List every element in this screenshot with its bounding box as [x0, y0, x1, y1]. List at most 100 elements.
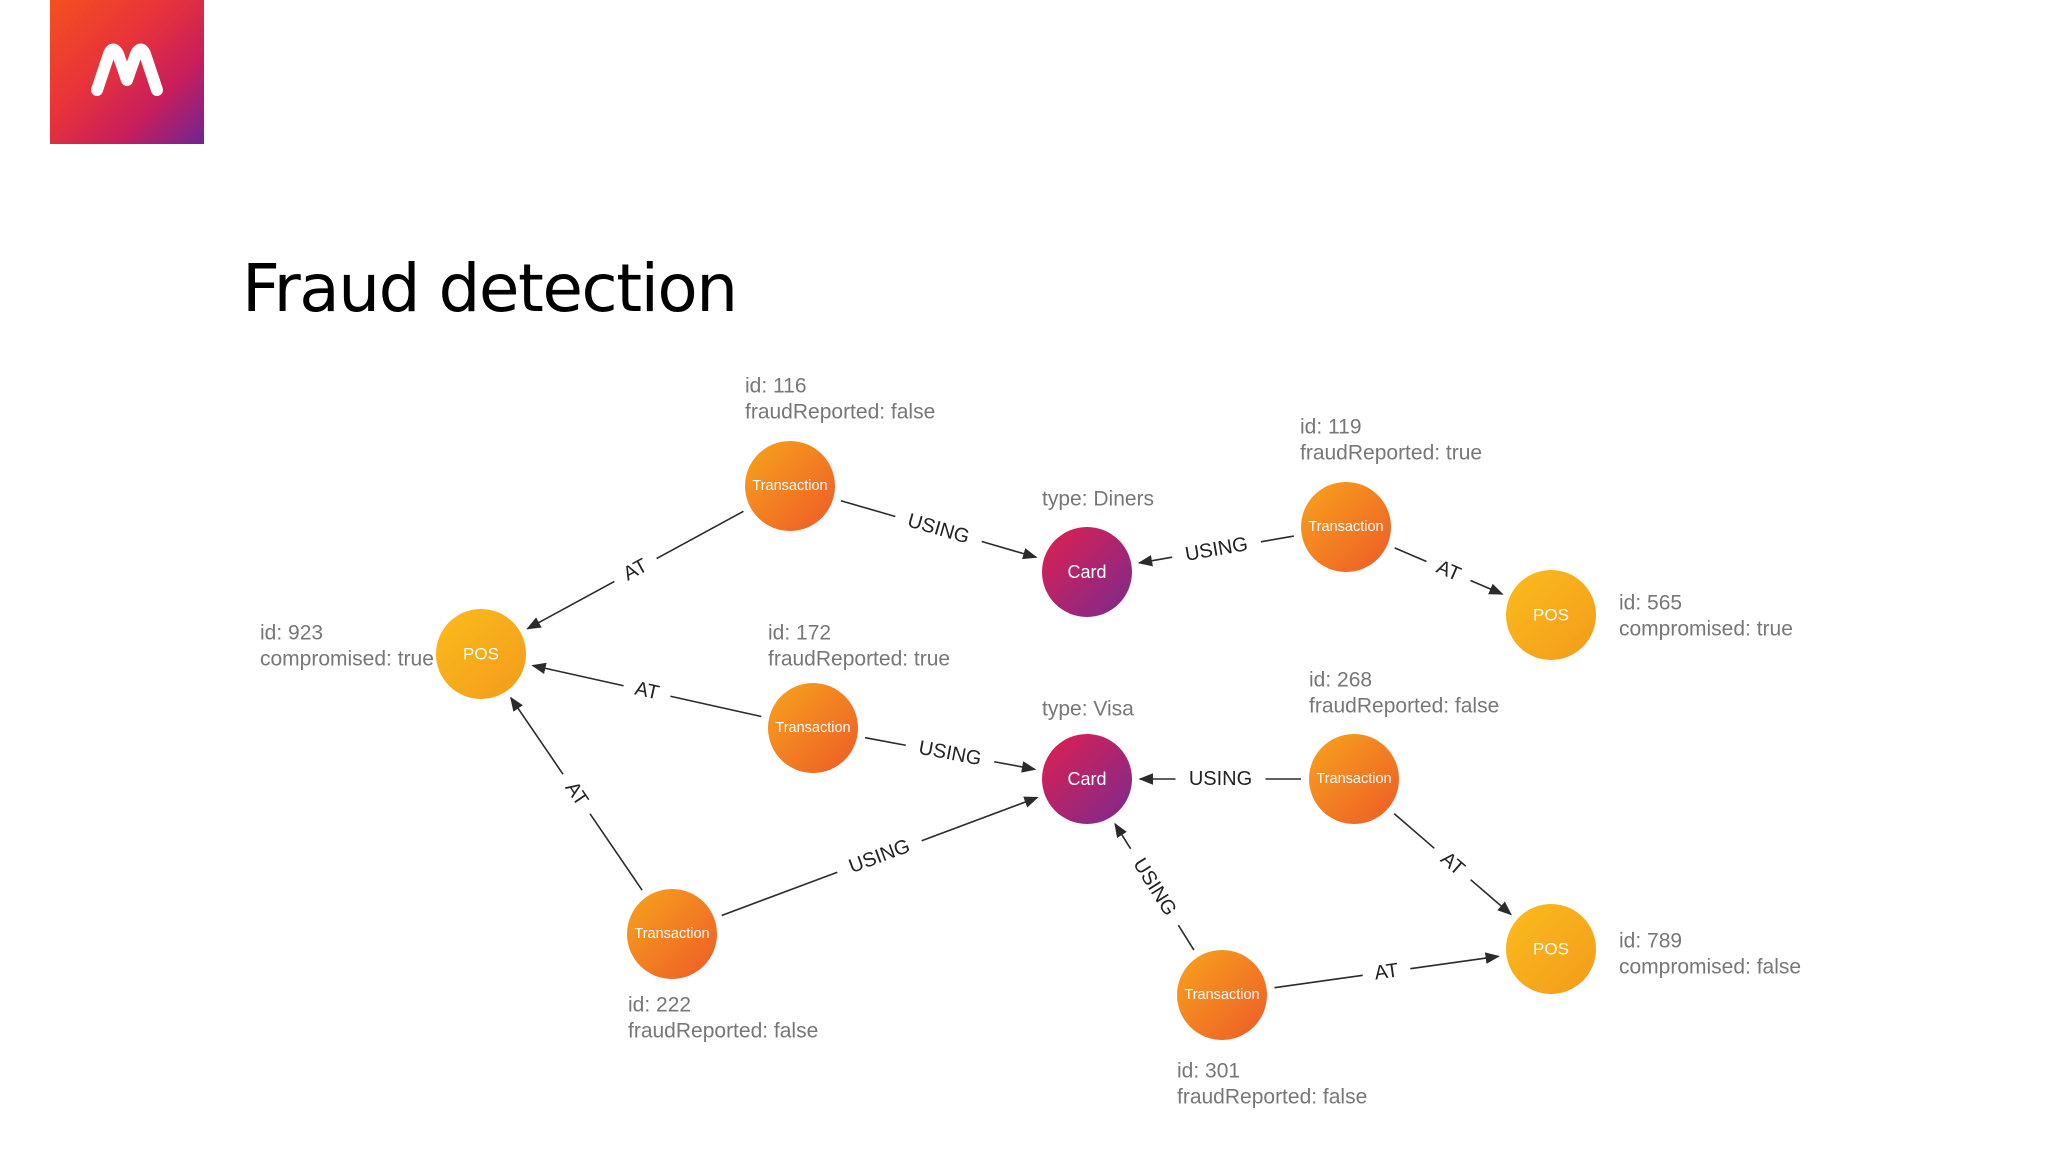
edge-line	[1393, 813, 1435, 849]
node-property: fraudReported: false	[745, 401, 935, 424]
edge-line	[589, 813, 643, 891]
node-property: fraudReported: false	[628, 1020, 818, 1043]
node-property: fraudReported: true	[1300, 442, 1482, 465]
node-tx301[interactable]: Transaction	[1177, 950, 1267, 1040]
edge-tx116-cardDiners: USING	[840, 499, 1038, 560]
edge-arrow	[1410, 952, 1500, 970]
card-node-circle[interactable]	[1042, 527, 1132, 617]
node-property: id: 565	[1619, 592, 1682, 615]
node-property: id: 268	[1309, 669, 1372, 692]
node-property: type: Diners	[1042, 488, 1154, 511]
node-cardVisa[interactable]: Card	[1042, 734, 1132, 824]
edge-tx222-cardVisa: USING	[721, 796, 1039, 917]
edge-label: AT	[633, 678, 661, 705]
node-label: Transaction	[1184, 987, 1259, 1003]
edge-label: AT	[1436, 848, 1469, 880]
node-cardDiners[interactable]: Card	[1042, 527, 1132, 617]
transaction-node-circle[interactable]	[627, 889, 717, 979]
edge-arrow	[526, 580, 615, 630]
edge-label: AT	[620, 555, 652, 586]
edge-label: USING	[905, 510, 972, 549]
node-property: id: 222	[628, 994, 691, 1017]
node-pos789[interactable]: POS	[1506, 904, 1596, 994]
edge-line	[721, 871, 838, 917]
node-property: id: 923	[260, 622, 323, 645]
edge-arrow	[981, 540, 1038, 560]
node-property: type: Visa	[1042, 698, 1134, 721]
edge-tx268-cardVisa: USING	[1138, 768, 1301, 790]
edge-tx301-pos789: AT	[1274, 952, 1500, 989]
node-property: id: 119	[1300, 416, 1362, 439]
edge-arrow	[921, 796, 1039, 842]
edge-tx119-pos565: AT	[1394, 547, 1504, 595]
transaction-node-circle[interactable]	[1177, 950, 1267, 1040]
edge-arrow	[531, 662, 624, 687]
edge-line	[1177, 924, 1195, 951]
node-tx116[interactable]: Transaction	[745, 441, 835, 531]
edge-line	[1394, 547, 1427, 563]
card-node-circle[interactable]	[1042, 734, 1132, 824]
edge-tx268-pos789: AT	[1393, 813, 1512, 916]
node-label: Card	[1067, 769, 1106, 789]
edge-arrow	[1470, 579, 1504, 595]
node-label: POS	[463, 645, 499, 664]
edge-tx172-pos923: AT	[531, 662, 762, 718]
node-tx119[interactable]: Transaction	[1301, 482, 1391, 572]
edge-arrow	[1114, 822, 1132, 850]
edge-arrow	[1470, 879, 1512, 916]
edge-label: AT	[561, 778, 593, 810]
node-property: compromised: true	[1619, 618, 1793, 641]
edge-line	[1274, 974, 1363, 989]
pos-node-circle[interactable]	[436, 609, 526, 699]
edge-tx116-pos923: AT	[526, 510, 744, 630]
node-property: id: 116	[745, 375, 807, 398]
edge-label: USING	[1189, 768, 1252, 790]
edge-tx119-cardDiners: USING	[1137, 533, 1294, 567]
pos-node-circle[interactable]	[1506, 570, 1596, 660]
node-label: Transaction	[1316, 771, 1391, 787]
transaction-node-circle[interactable]	[745, 441, 835, 531]
node-tx268[interactable]: Transaction	[1309, 734, 1399, 824]
transaction-node-circle[interactable]	[1301, 482, 1391, 572]
node-pos565[interactable]: POS	[1506, 570, 1596, 660]
edge-label: AT	[1433, 556, 1464, 586]
edge-tx172-cardVisa: USING	[864, 736, 1037, 773]
pos-node-circle[interactable]	[1506, 904, 1596, 994]
node-property: compromised: true	[260, 648, 434, 671]
memgraph-m-logo-icon	[91, 43, 163, 96]
node-tx222[interactable]: Transaction	[627, 889, 717, 979]
node-pos923[interactable]: POS	[436, 609, 526, 699]
edge-line	[656, 510, 744, 560]
edge-line	[840, 499, 896, 518]
transaction-node-circle[interactable]	[1309, 734, 1399, 824]
edge-arrow	[1137, 555, 1173, 567]
edge-line	[1260, 535, 1294, 543]
edge-label: AT	[1373, 959, 1400, 984]
edge-line	[864, 736, 906, 747]
transaction-node-circle[interactable]	[768, 683, 858, 773]
node-label: POS	[1533, 940, 1569, 959]
edge-arrow	[994, 760, 1037, 773]
node-property: compromised: false	[1619, 956, 1801, 979]
node-label: Transaction	[775, 720, 850, 736]
node-property: fraudReported: false	[1177, 1086, 1367, 1109]
node-label: POS	[1533, 606, 1569, 625]
edge-label: USING	[1128, 854, 1180, 919]
node-property: id: 172	[768, 622, 831, 645]
page-title: Fraud detection	[242, 250, 738, 327]
node-tx172[interactable]: Transaction	[768, 683, 858, 773]
edge-tx301-cardVisa: USING	[1114, 822, 1195, 951]
node-label: Card	[1067, 562, 1106, 582]
edge-label: USING	[917, 737, 983, 770]
node-property: fraudReported: true	[768, 648, 950, 671]
node-property: fraudReported: false	[1309, 695, 1499, 718]
edge-arrow	[510, 696, 564, 775]
memgraph-logo	[50, 0, 204, 144]
node-label: Transaction	[752, 478, 827, 494]
edge-label: USING	[846, 835, 913, 878]
edge-tx222-pos923: AT	[510, 696, 643, 891]
node-property: id: 789	[1619, 930, 1682, 953]
node-label: Transaction	[634, 926, 709, 942]
edge-line	[670, 695, 762, 718]
